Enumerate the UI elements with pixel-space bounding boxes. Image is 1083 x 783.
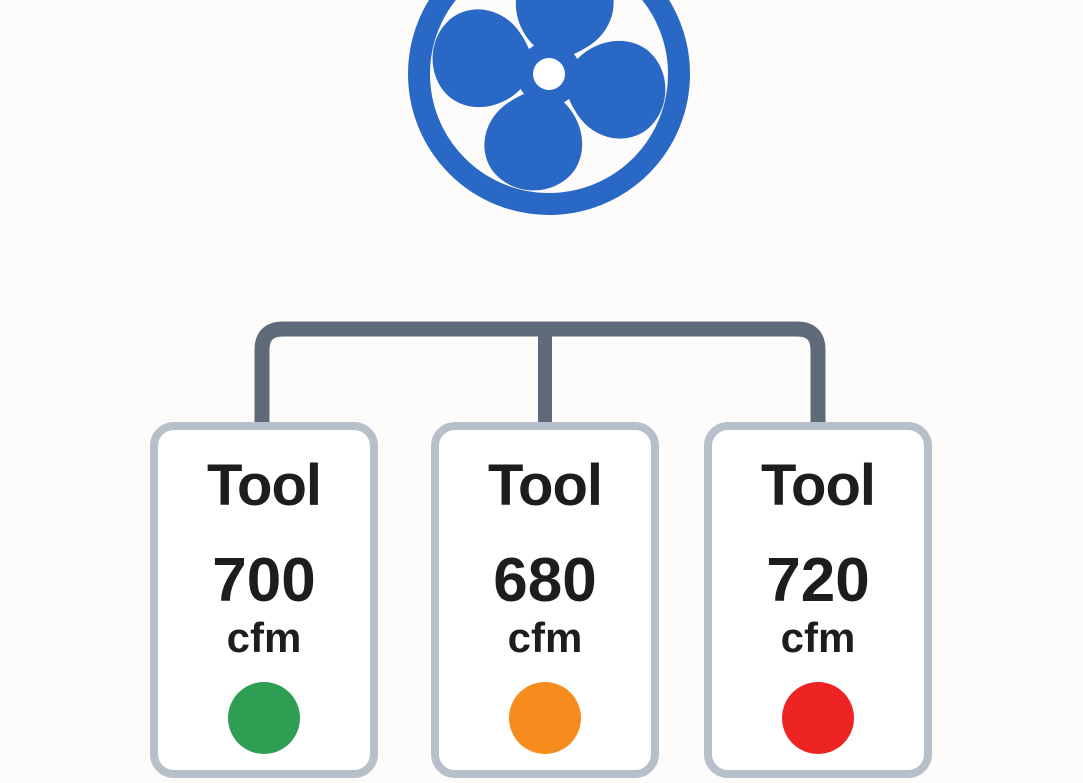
cfm-unit: cfm <box>226 614 302 661</box>
cfm-unit: cfm <box>507 614 583 661</box>
status-dot-icon <box>228 682 300 754</box>
cfm-unit: cfm <box>780 614 856 661</box>
branch-line <box>254 321 826 426</box>
status-dot-fill <box>782 682 854 754</box>
tool-card: Tool 700 cfm <box>150 422 378 778</box>
tool-label: Tool <box>760 453 876 518</box>
tool-label: Tool <box>206 453 322 518</box>
fan-icon <box>408 0 690 215</box>
status-dot-fill <box>228 682 300 754</box>
status-dot-icon <box>509 682 581 754</box>
cfm-value: 680 <box>493 546 597 615</box>
tool-card: Tool 680 cfm <box>431 422 659 778</box>
tool-label: Tool <box>487 453 603 518</box>
status-dot-fill <box>509 682 581 754</box>
tool-card: Tool 720 cfm <box>704 422 932 778</box>
status-dot-icon <box>782 682 854 754</box>
cfm-value: 720 <box>766 546 870 615</box>
cfm-value: 700 <box>212 546 316 615</box>
